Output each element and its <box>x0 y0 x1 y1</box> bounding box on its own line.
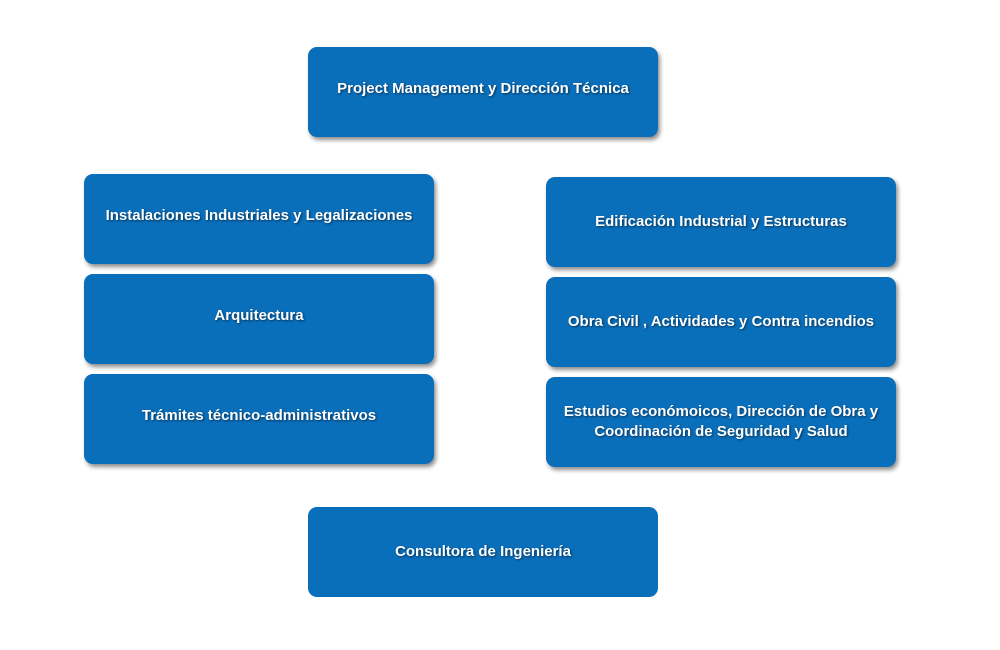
box-label: Edificación Industrial y Estructuras <box>595 213 847 230</box>
box-instalaciones-industriales[interactable]: Instalaciones Industriales y Legalizacio… <box>84 174 434 264</box>
box-label: Project Management y Dirección Técnica <box>337 80 629 97</box>
box-arquitectura[interactable]: Arquitectura <box>84 274 434 364</box>
box-label: Arquitectura <box>214 307 304 324</box>
box-consultora-ingenieria[interactable]: Consultora de Ingeniería <box>308 507 658 597</box>
box-tramites[interactable]: Trámites técnico-administrativos <box>84 374 434 464</box>
box-label: Consultora de Ingeniería <box>395 543 571 560</box>
box-label: Instalaciones Industriales y Legalizacio… <box>105 207 413 224</box>
box-label: Obra Civil , Actividades y Contra incend… <box>567 313 875 330</box>
box-obra-civil[interactable]: Obra Civil , Actividades y Contra incend… <box>546 277 896 367</box>
box-estudios-economicos[interactable]: Estudios económoicos, Dirección de Obra … <box>546 377 896 467</box>
box-label: Estudios económoicos, Dirección de Obra … <box>563 403 879 440</box>
box-edificacion-industrial[interactable]: Edificación Industrial y Estructuras <box>546 177 896 267</box>
box-label: Trámites técnico-administrativos <box>141 407 377 424</box>
box-project-management[interactable]: Project Management y Dirección Técnica <box>308 47 658 137</box>
